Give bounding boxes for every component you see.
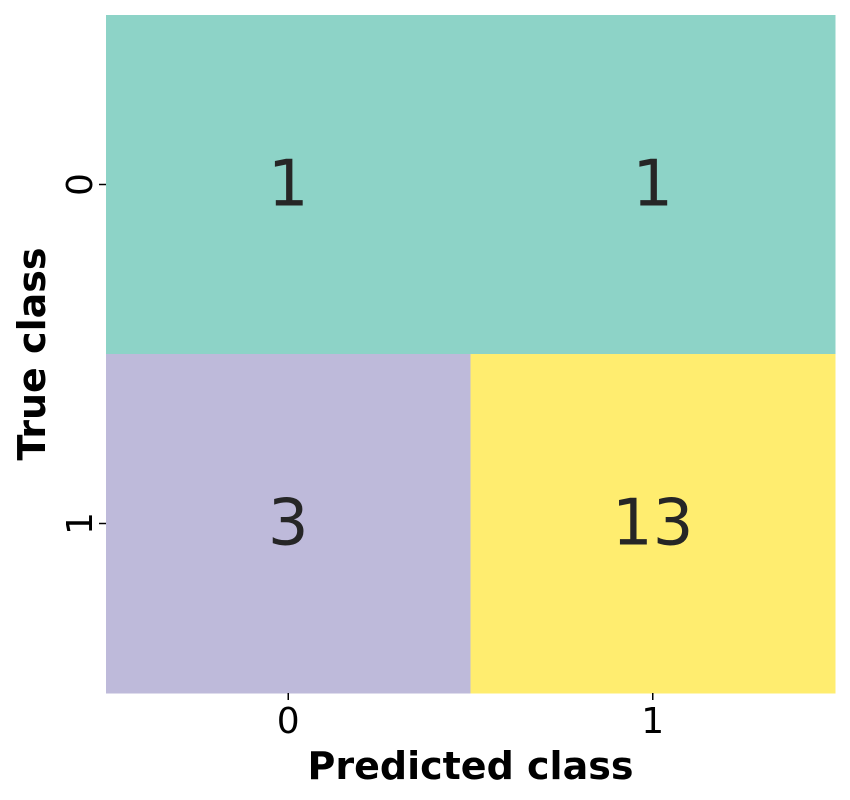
heatmap-cell-r1-c1 xyxy=(470,354,836,694)
y-axis-ticks: 01 xyxy=(60,173,106,535)
heatmap-cells xyxy=(106,15,836,694)
x-tick-label-1: 1 xyxy=(641,701,664,742)
x-tick-label-0: 0 xyxy=(277,701,300,742)
y-tick-label-0: 0 xyxy=(60,173,101,196)
heatmap-cell-r1-c0 xyxy=(106,354,471,694)
cell-value-label-r1-c1: 13 xyxy=(612,487,693,561)
heatmap-cell-r0-c1 xyxy=(470,15,836,355)
x-axis-title: Predicted class xyxy=(308,744,634,788)
cell-value-label-r0-c1: 1 xyxy=(632,148,673,222)
cell-value-label-r0-c0: 1 xyxy=(268,148,309,222)
y-axis-title: True class xyxy=(10,248,54,461)
heatmap-cell-r0-c0 xyxy=(106,15,471,355)
y-tick-label-1: 1 xyxy=(60,512,101,535)
cell-value-label-r1-c0: 3 xyxy=(268,487,309,561)
